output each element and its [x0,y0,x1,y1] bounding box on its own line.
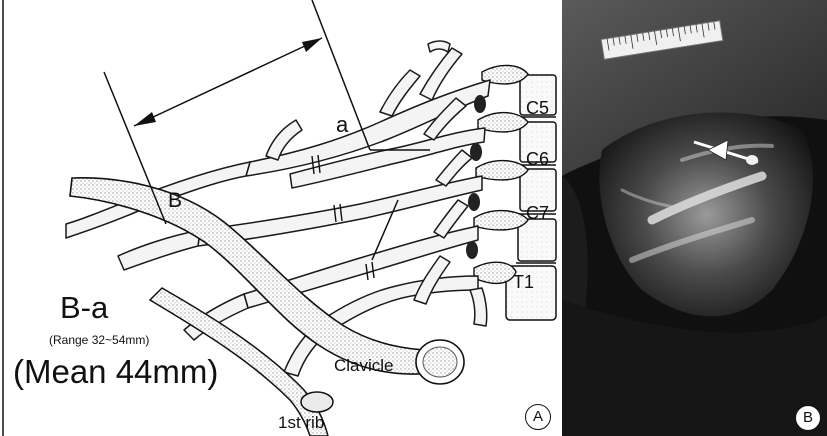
vertebra-label-c7: C7 [526,203,549,224]
photo-panel-b: B [562,0,827,436]
b-a-dimension-line [134,38,322,126]
range-note: (Range 32~54mm) [49,333,149,347]
vertebra-label-c6: C6 [526,149,549,170]
vertebra-label-c5: C5 [526,98,549,119]
clavicle-label: Clavicle [334,356,394,376]
point-b-label: B [168,189,182,213]
surgical-photo [562,0,827,436]
first-rib-label: 1st rib [278,413,324,433]
mean-note: (Mean 44mm) [13,353,218,391]
panel-a-badge: A [525,404,551,430]
measurement-title: B-a [60,290,108,326]
vertebra-label-t1: T1 [513,272,534,293]
point-a-label: a [336,112,348,138]
arrowhead-right [302,38,322,52]
panel-b-badge: B [795,405,821,431]
first-rib-cut-end [301,392,333,412]
arrowhead-left [134,112,156,126]
diagram-panel-a: C5 C6 C7 T1 a B B-a (Range 32~54mm) (Mea… [0,0,562,436]
